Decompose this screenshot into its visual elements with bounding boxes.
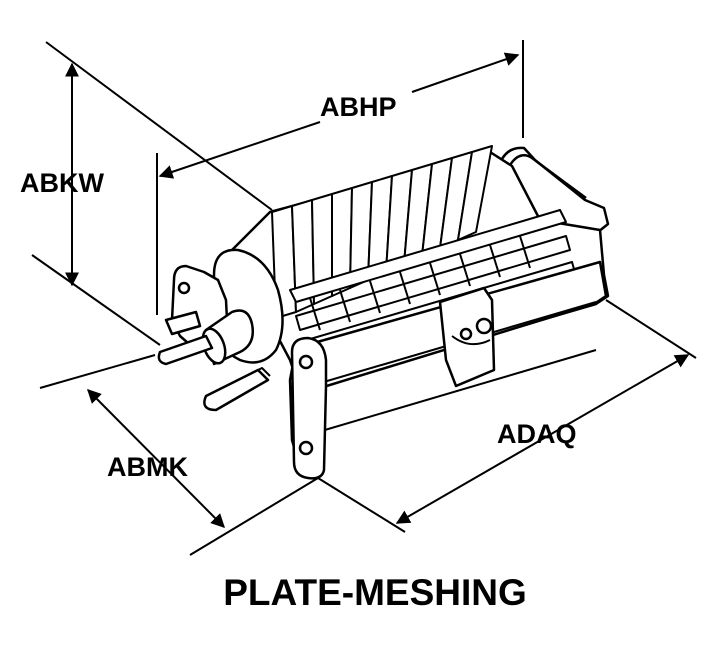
plate-meshing-component: [157, 145, 610, 480]
label-adaq: ADAQ: [497, 419, 577, 449]
label-abkw: ABKW: [20, 168, 104, 198]
label-abhp: ABHP: [320, 92, 397, 122]
dimension-arrow-abhp-left: [158, 121, 321, 179]
dimension-guides: [31, 40, 697, 556]
label-abmk: ABMK: [107, 452, 188, 482]
extension-line-top-left: [45, 41, 273, 211]
end-plate-hole: [177, 281, 191, 295]
front-end-bracket: [290, 336, 328, 480]
mounting-tab: [164, 310, 202, 336]
dimension-arrow-adaq: [395, 354, 690, 524]
shaft: [157, 334, 214, 366]
terminal-lug: [203, 368, 270, 412]
mounting-hole-upper: [298, 354, 314, 370]
mounting-hole-lower: [298, 440, 314, 456]
dimension-arrow-abmk: [87, 389, 225, 528]
diagram-caption: PLATE-MESHING: [223, 572, 527, 613]
extension-line-adaq-right: [605, 299, 697, 359]
extension-line-adaq-left: [317, 477, 406, 533]
extension-line-bottom-left: [31, 254, 161, 346]
dimension-arrow-abhp-right: [411, 52, 520, 93]
extension-line-abmk-left: [39, 354, 156, 389]
extension-line-abmk-bottom: [189, 477, 319, 556]
